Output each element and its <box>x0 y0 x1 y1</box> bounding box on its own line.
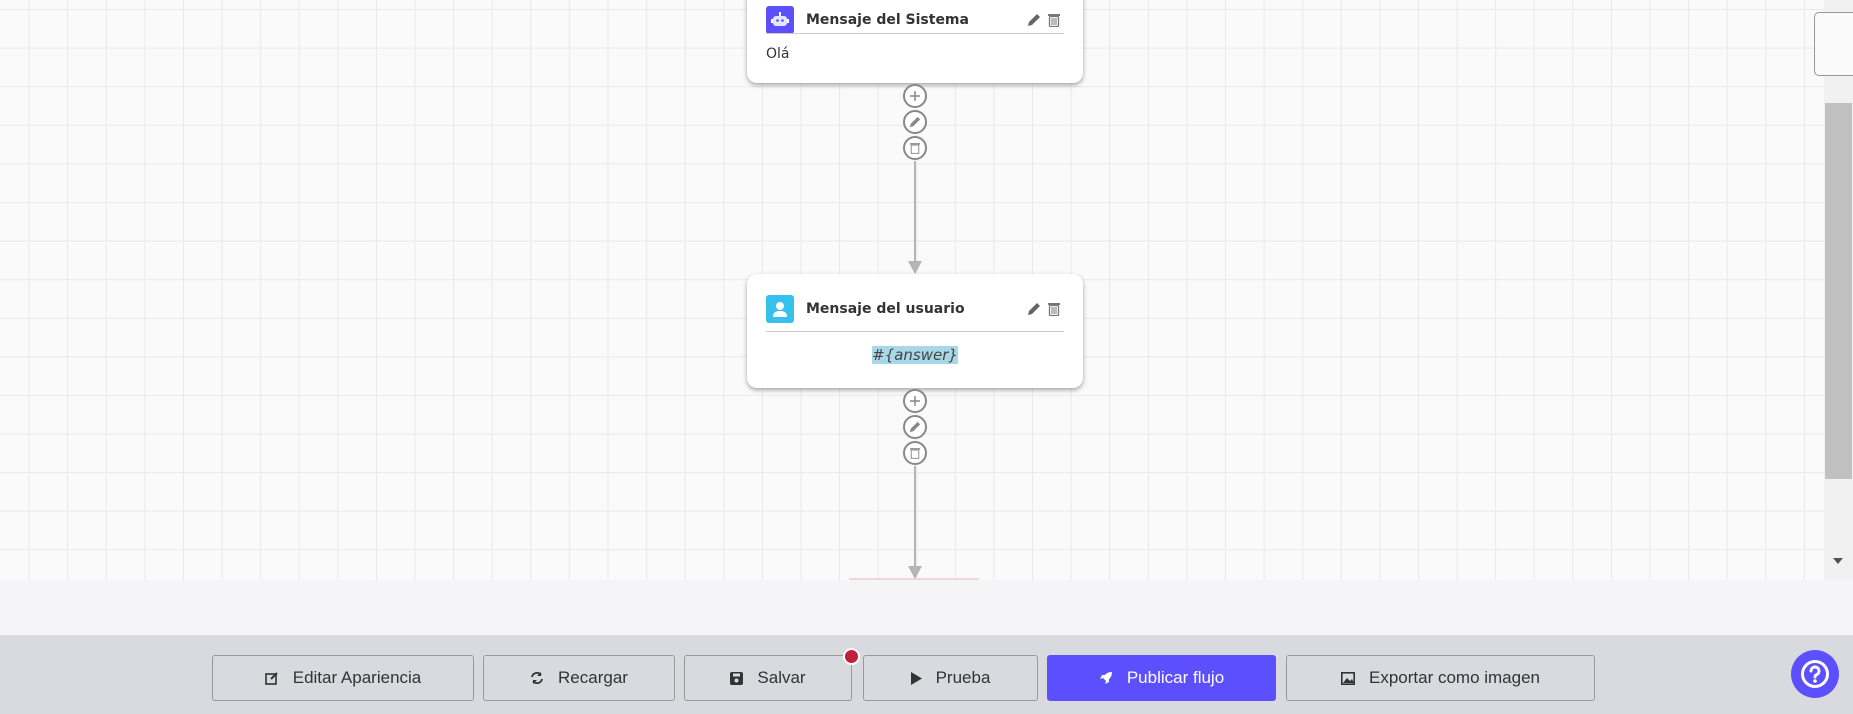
bottom-toolbar: Editar Apariencia Recargar Salvar Prueba… <box>0 635 1853 714</box>
node-divider <box>766 33 1064 34</box>
answer-variable: #{answer} <box>872 346 958 364</box>
button-label: Exportar como imagen <box>1368 668 1541 687</box>
delete-connection-button[interactable] <box>903 136 927 160</box>
save-button[interactable]: Salvar <box>684 655 852 701</box>
button-label: Prueba <box>935 668 991 687</box>
button-label: Salvar <box>757 668 806 687</box>
node-user-message[interactable]: Mensaje del usuario #{answer} <box>747 274 1083 388</box>
unsaved-changes-dot <box>843 648 860 665</box>
help-button[interactable] <box>1791 650 1839 698</box>
edit-connection-button[interactable] <box>903 415 927 439</box>
edit-icon <box>264 672 278 685</box>
plus-icon <box>910 91 920 101</box>
side-panel-toggle[interactable] <box>1814 12 1853 76</box>
robot-icon <box>766 6 794 34</box>
button-label: Recargar <box>558 668 628 687</box>
trash-icon <box>910 143 920 154</box>
add-node-button[interactable] <box>903 84 927 108</box>
trash-icon <box>1048 303 1060 316</box>
delete-node-button[interactable] <box>1044 10 1064 30</box>
edit-appearance-button[interactable]: Editar Apariencia <box>212 655 474 701</box>
connector-arrow <box>908 566 922 579</box>
next-node-edge <box>849 578 979 580</box>
refresh-icon <box>531 672 543 684</box>
pencil-icon <box>1028 303 1040 315</box>
delete-node-button[interactable] <box>1044 299 1064 319</box>
edit-node-button[interactable] <box>1024 299 1044 319</box>
scrollbar-thumb[interactable] <box>1825 103 1852 479</box>
image-icon <box>1340 671 1355 685</box>
node-system-message[interactable]: Mensaje del Sistema Olá <box>747 0 1083 83</box>
trash-icon <box>1048 14 1060 27</box>
node-body: Olá <box>766 46 790 62</box>
question-icon <box>1801 660 1829 688</box>
add-node-button[interactable] <box>903 389 927 413</box>
trash-icon <box>910 448 920 459</box>
node-title: Mensaje del usuario <box>806 301 965 317</box>
user-icon <box>766 295 794 323</box>
node-title: Mensaje del Sistema <box>806 12 969 28</box>
scrollbar[interactable] <box>1824 0 1853 580</box>
publish-flow-button[interactable]: Publicar flujo <box>1047 655 1276 701</box>
connector-arrow <box>908 261 922 274</box>
node-divider <box>766 331 1064 332</box>
flow-canvas[interactable]: Mensaje del Sistema Olá Mensaje del usua… <box>0 0 1824 580</box>
play-icon <box>910 671 922 685</box>
plus-icon <box>910 396 920 406</box>
button-label: Publicar flujo <box>1126 668 1225 687</box>
test-button[interactable]: Prueba <box>863 655 1038 701</box>
rocket-icon <box>1099 672 1112 684</box>
pencil-icon <box>909 421 921 433</box>
connector-line <box>914 466 916 568</box>
scroll-down-icon[interactable] <box>1833 558 1843 564</box>
button-label: Editar Apariencia <box>292 668 422 687</box>
pencil-icon <box>909 116 921 128</box>
delete-connection-button[interactable] <box>903 441 927 465</box>
edit-connection-button[interactable] <box>903 110 927 134</box>
pencil-icon <box>1028 14 1040 26</box>
connector-line <box>914 161 916 261</box>
edit-node-button[interactable] <box>1024 10 1044 30</box>
save-icon <box>730 671 744 685</box>
export-image-button[interactable]: Exportar como imagen <box>1286 655 1595 701</box>
reload-button[interactable]: Recargar <box>483 655 675 701</box>
